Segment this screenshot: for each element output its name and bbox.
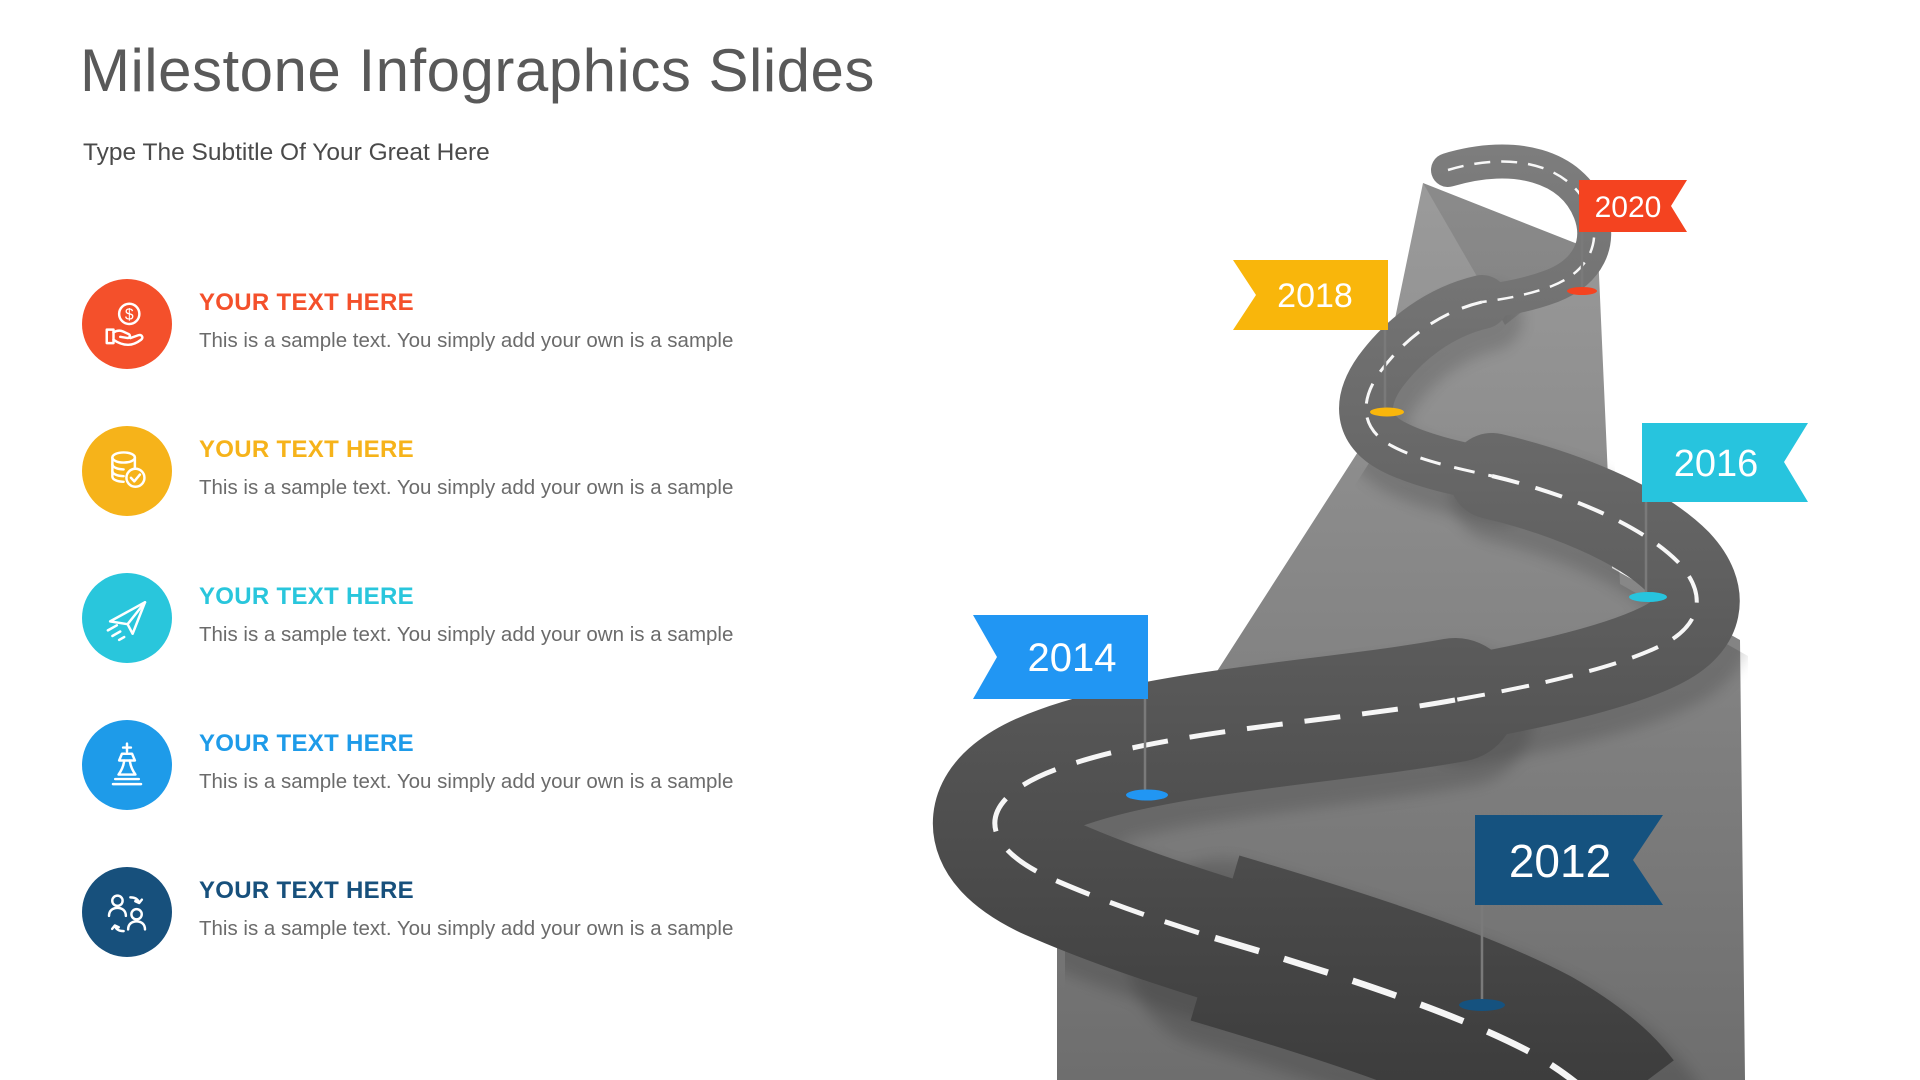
pedestal-fold <box>1423 183 1598 325</box>
road-marker <box>1126 789 1168 801</box>
road-marker <box>1459 999 1505 1011</box>
flag-year-label: 2014 <box>1028 636 1117 680</box>
feature-list: $ YOUR TEXT HERE This is a sample text. … <box>82 279 759 957</box>
road-marker <box>1629 592 1667 602</box>
feature-item-4: YOUR TEXT HERE This is a sample text. Yo… <box>82 720 759 810</box>
paper-plane-icon <box>82 573 172 663</box>
feature-item-5: YOUR TEXT HERE This is a sample text. Yo… <box>82 867 759 957</box>
milestone-2020: 2020 <box>1567 180 1687 295</box>
feature-item-3: YOUR TEXT HERE This is a sample text. Yo… <box>82 573 759 663</box>
feature-body: This is a sample text. You simply add yo… <box>199 917 734 940</box>
flag-year-label: 2012 <box>1509 835 1611 887</box>
feature-text: YOUR TEXT HERE This is a sample text. Yo… <box>199 720 759 794</box>
feature-body: This is a sample text. You simply add yo… <box>199 623 734 646</box>
flag-banner <box>973 615 1148 699</box>
chess-piece-icon <box>82 720 172 810</box>
page-title: Milestone Infographics Slides <box>80 37 875 104</box>
milestone-2012: 2012 <box>1459 815 1663 1011</box>
hand-coin-icon: $ <box>82 279 172 369</box>
page-subtitle: Type The Subtitle Of Your Great Here <box>83 139 490 166</box>
milestone-2014: 2014 <box>973 615 1168 801</box>
feature-heading: YOUR TEXT HERE <box>199 289 414 316</box>
feature-body: This is a sample text. You simply add yo… <box>199 476 734 499</box>
feature-item-1: $ YOUR TEXT HERE This is a sample text. … <box>82 279 759 369</box>
feature-body: This is a sample text. You simply add yo… <box>199 770 734 793</box>
feature-text: YOUR TEXT HERE This is a sample text. Yo… <box>199 279 759 353</box>
feature-heading: YOUR TEXT HERE <box>199 877 414 904</box>
feature-text: YOUR TEXT HERE This is a sample text. Yo… <box>199 426 759 500</box>
feature-heading: YOUR TEXT HERE <box>199 730 414 757</box>
milestone-2018: 2018 <box>1233 260 1404 417</box>
feature-text: YOUR TEXT HERE This is a sample text. Yo… <box>199 573 759 647</box>
database-check-icon <box>82 426 172 516</box>
feature-heading: YOUR TEXT HERE <box>199 436 414 463</box>
flag-year-label: 2018 <box>1277 277 1353 315</box>
flag-year-label: 2016 <box>1674 443 1759 485</box>
feature-text: YOUR TEXT HERE This is a sample text. Yo… <box>199 867 759 941</box>
people-exchange-icon <box>82 867 172 957</box>
svg-text:$: $ <box>125 307 134 324</box>
feature-body: This is a sample text. You simply add yo… <box>199 329 734 352</box>
road-marker <box>1370 407 1404 417</box>
flag-banner <box>1642 423 1808 502</box>
flag-year-label: 2020 <box>1595 191 1662 224</box>
milestone-2016: 2016 <box>1629 423 1808 602</box>
feature-item-2: YOUR TEXT HERE This is a sample text. Yo… <box>82 426 759 516</box>
flag-banner <box>1579 180 1687 232</box>
flag-banner <box>1233 260 1388 330</box>
feature-heading: YOUR TEXT HERE <box>199 583 414 610</box>
flag-banner <box>1475 815 1663 905</box>
road-marker <box>1567 287 1597 295</box>
